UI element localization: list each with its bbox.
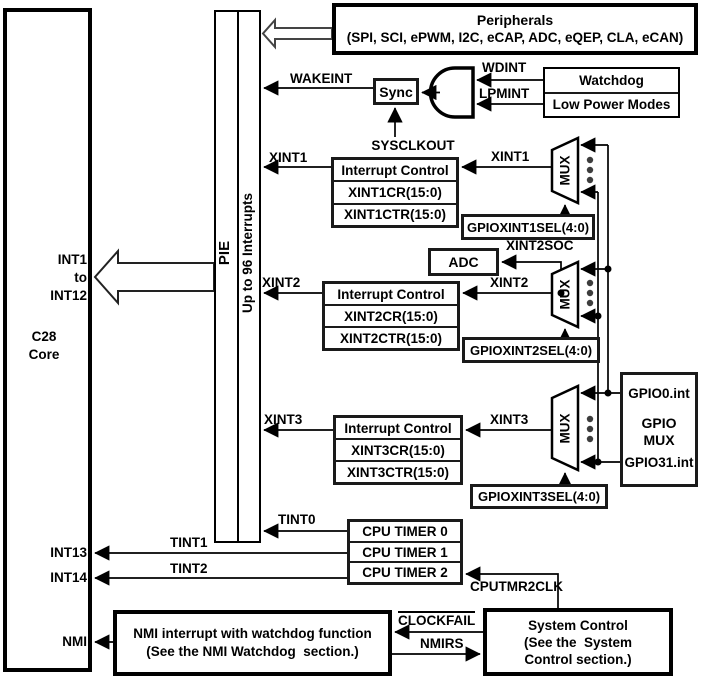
tint1-label: TINT1 [170,535,208,550]
pie-box [214,10,261,543]
gpioxint3sel-box: GPIOXINT3SEL(4:0) [470,484,608,509]
xint1-left-label: XINT1 [269,150,308,165]
nmi-box-line2: (See the NMI Watchdog section.) [146,644,359,659]
int12-label: INT12 [50,288,87,303]
ic2-cr: XINT2CR(15:0) [325,304,457,326]
interrupt-control-3-box: Interrupt Control XINT3CR(15:0) XINT3CTR… [333,415,463,485]
int1-label: INT1 [57,252,87,267]
junction-dots [557,265,612,466]
ic3-cr: XINT3CR(15:0) [336,438,460,460]
gpioxint2sel-box: GPIOXINT2SEL(4:0) [462,337,600,363]
nmi-watchdog-box: NMI interrupt with watchdog function (Se… [113,610,392,676]
pie-divider [237,12,239,541]
ic2-title: Interrupt Control [337,286,445,302]
system-control-line1: System Control [528,617,628,633]
gpio-mux-box: GPIO0.int GPIO MUX GPIO31.int [620,372,698,487]
xint3-left-label: XINT3 [264,412,303,427]
clockfail-overline-text: CLOCKFAIL [398,611,476,628]
sync-box: Sync [373,78,419,105]
peripherals-to-pie-bus-arrow [261,17,333,50]
cputmr2clk-line [465,566,559,608]
interrupt-control-2-box: Interrupt Control XINT2CR(15:0) XINT2CTR… [322,281,460,351]
pie-label: PIE [216,240,233,266]
wakeint-label: WAKEINT [290,71,353,86]
cpu-timer-1-row: CPU TIMER 1 [350,540,460,562]
mux2-shape [550,260,580,329]
nmirs-label: NMIRS [420,636,464,651]
system-control-line3: Control section.) [524,651,632,667]
clockfail-label: CLOCKFAIL [398,611,476,628]
xint2-left-label: XINT2 [262,275,301,290]
cpu-timer-2-row: CPU TIMER 2 [350,561,460,582]
core-name-label: C28 Core [18,328,70,364]
gpioxint1sel-box: GPIOXINT1SEL(4:0) [461,214,595,240]
mux3-label: MUX [557,413,573,444]
adc-box: ADC [428,248,499,276]
gpio31-int-label: GPIO31.int [624,455,694,470]
ic3-title: Interrupt Control [344,420,452,436]
gpio-mux-label-line1: GPIO [641,415,677,431]
mux-ellipsis-dots [586,156,594,443]
mux2-label: MUX [557,279,573,310]
ic1-title: Interrupt Control [341,162,449,178]
system-control-line2: (See the System [523,634,633,650]
int14-label: INT14 [50,570,87,585]
low-power-modes-row: Low Power Modes [545,91,678,117]
xint2-right-label: XINT2 [490,275,529,290]
c28-core-box [3,8,92,672]
xint2soc-label: XINT2SOC [506,238,574,253]
interrupt-control-1-box: Interrupt Control XINT1CR(15:0) XINT1CTR… [331,157,459,228]
ic1-cr: XINT1CR(15:0) [334,180,456,202]
tint0-label: TINT0 [278,512,316,527]
core-name-line1: C28 [31,329,57,344]
xint1-right-label: XINT1 [491,149,530,164]
gpio0-int-label: GPIO0.int [628,386,690,401]
mux3-shape [550,384,580,472]
xint3-right-label: XINT3 [490,412,529,427]
watchdog-row: Watchdog [579,72,644,88]
nmi-core-label: NMI [62,634,87,649]
peripherals-title: Peripherals [476,12,554,28]
mux1-shape [550,136,580,205]
pie-to-core-bus-arrow [93,248,215,306]
ic3-ctr: XINT3CTR(15:0) [336,460,460,482]
pie-sublabel: Up to 96 Interrupts [240,193,255,314]
watchdog-lpm-box: Watchdog Low Power Modes [543,67,680,118]
ic1-ctr: XINT1CTR(15:0) [334,202,456,225]
core-int-range-label: INT1 to INT12 [30,251,87,305]
cpu-timers-box: CPU TIMER 0 CPU TIMER 1 CPU TIMER 2 [347,519,463,585]
nmi-box-line1: NMI interrupt with watchdog function [133,626,372,641]
ic2-ctr: XINT2CTR(15:0) [325,326,457,348]
peripherals-list: (SPI, SCI, ePWM, I2C, eCAP, ADC, eQEP, C… [346,30,684,45]
mux1-label: MUX [557,155,573,186]
to-label: to [74,270,87,285]
tint2-label: TINT2 [170,561,208,576]
lpmint-label: LPMINT [479,86,530,101]
sysclkout-label: SYSCLKOUT [371,138,455,153]
gpio-mux-label: GPIO MUX [623,415,695,449]
peripherals-box: Peripherals (SPI, SCI, ePWM, I2C, eCAP, … [332,3,698,55]
cputmr2clk-label: CPUTMR2CLK [470,579,563,594]
wdint-label: WDINT [482,60,527,75]
gpio-mux-label-line2: MUX [643,432,675,448]
cpu-timer-0-row: CPU TIMER 0 [362,523,448,539]
system-control-box: System Control (See the System Control s… [483,608,673,676]
core-name-line2: Core [28,347,60,362]
int13-label: INT13 [50,545,87,560]
